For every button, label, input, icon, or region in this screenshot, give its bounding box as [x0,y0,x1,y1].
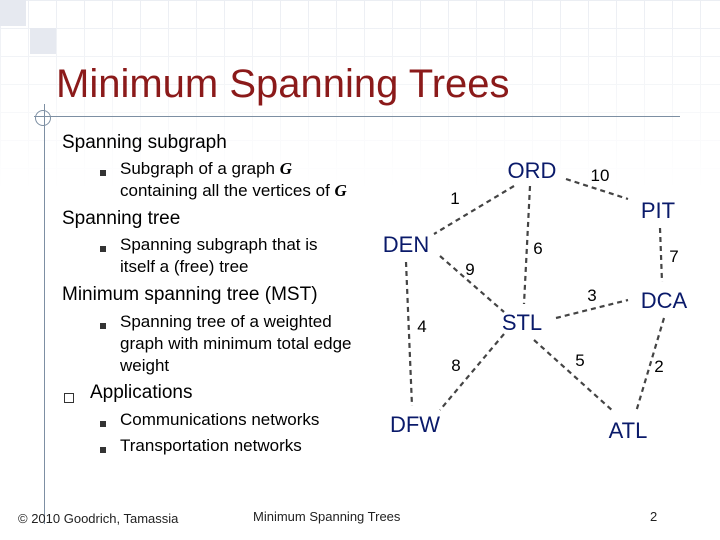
edge-weight-label: 4 [417,317,426,336]
edge-stl-dca [555,298,629,320]
graph-variable: G [279,159,293,178]
bullet-text: Subgraph of a graph G containing all the… [120,158,347,202]
edge-ord-pit [565,177,629,201]
heading-applications: Applications [90,382,193,403]
edge-weight-label: 5 [575,351,584,370]
margin-rule [44,104,45,524]
bullet-text-part: Subgraph of a graph [120,159,280,178]
heading-spanning-tree: Spanning tree [62,208,181,229]
edge-ord-den [433,185,515,235]
heading-spanning-subgraph: Spanning subgraph [62,132,227,153]
footer-copyright: © 2010 Goodrich, Tamassia [18,511,179,526]
bullet-text: Communications networks [120,410,320,429]
title-rule [34,116,680,117]
graph-edges [404,177,666,413]
edge-weight-label: 8 [451,356,460,375]
node-atl: ATL [609,418,648,443]
bullet-text: Transportation networks [120,436,302,455]
bullet-text-part: Spanning tree of a weighted [120,312,332,331]
edge-stl-atl [533,339,615,413]
node-stl: STL [502,310,542,335]
node-dfw: DFW [390,412,440,437]
node-pit: PIT [641,198,675,223]
edge-weight-label: 9 [465,260,474,279]
edge-weight-label: 1 [450,189,459,208]
graph-variable: G [334,181,347,200]
bullet-square [100,421,106,427]
edge-dca-atl [634,317,666,413]
bullet-text: Spanning tree of a weighted graph with m… [120,311,352,377]
rule-circle-ornament [35,110,51,126]
edge-pit-dca [658,227,664,283]
node-den: DEN [383,232,429,257]
bullet-text-part: weight [120,356,170,375]
bullet-text: Spanning subgraph that is itself a (free… [120,234,318,278]
bullet-text-part: containing all the vertices of [120,181,335,200]
bullet-square [100,170,106,176]
node-ord: ORD [508,158,557,183]
edge-ord-stl [522,185,532,305]
bullet-text-part: Spanning subgraph that is [120,235,318,254]
footer-title: Minimum Spanning Trees [253,509,401,524]
graph-nodes: ORD PIT DEN STL DCA DFW ATL [383,158,688,443]
edge-den-dfw [404,261,414,407]
graph-weights: 10 1 6 7 9 4 3 8 5 2 [417,166,678,376]
bullet-square [100,323,106,329]
edge-weight-label: 7 [669,247,678,266]
background-grid-fade [0,0,720,200]
bullet-hollow-square [64,393,74,403]
heading-mst: Minimum spanning tree (MST) [62,284,318,305]
corner-decoration [30,28,56,54]
bullet-text-part: graph with minimum total edge [120,334,352,353]
edge-weight-label: 3 [587,286,596,305]
bullet-square [100,447,106,453]
bullet-square [100,246,106,252]
page-number: 2 [650,509,658,524]
corner-decoration [0,0,26,26]
edge-weight-label: 2 [654,357,663,376]
edge-weight-label: 6 [533,239,542,258]
edge-stl-dfw [439,333,505,411]
edge-weight-label: 10 [591,166,610,185]
bullet-text-part: itself a (free) tree [120,257,249,276]
slide-title: Minimum Spanning Trees [56,62,510,106]
node-dca: DCA [641,288,688,313]
